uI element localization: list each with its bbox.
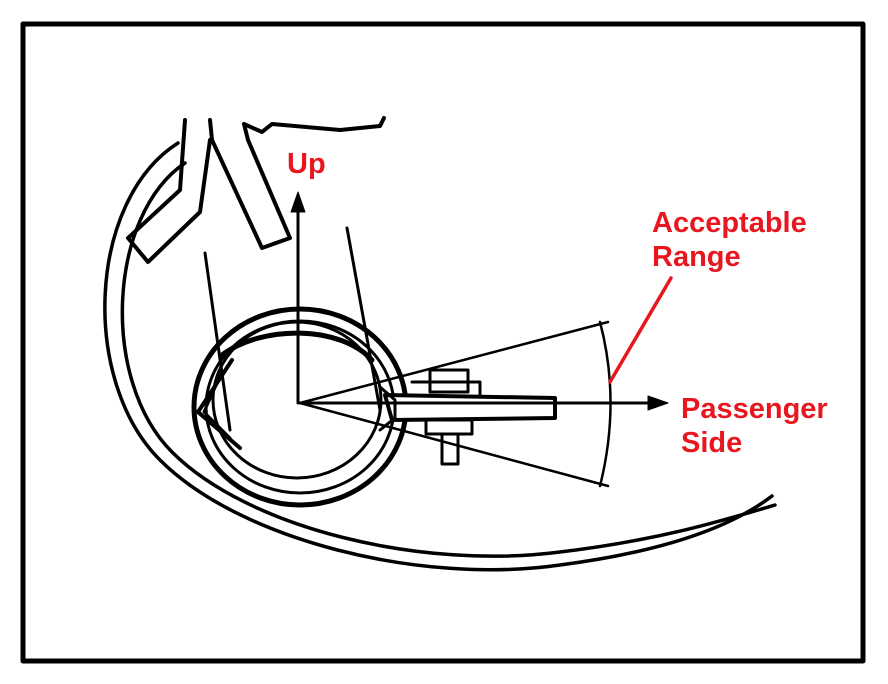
bracket-outer-curve [103,141,774,572]
bracket-inner-curve [120,161,777,558]
bolt-nut [424,418,474,436]
hanger-rod-right [345,226,382,412]
clamp-tab [383,393,557,422]
passenger-side-label: Passenger Side [681,392,828,460]
up-label: Up [287,148,326,180]
clamp-left-pinch-inner [202,370,232,440]
bolt-head-top [410,380,482,398]
clamp-tab-lip [378,385,397,432]
acceptable-range-line-1: Acceptable [652,207,807,239]
upper-bracket-arm [208,116,386,250]
acceptable-range-label: Acceptable Range [652,206,807,274]
passenger-side-line-2: Side [681,427,743,459]
passenger-side-line-1: Passenger [681,393,828,425]
passenger-arrow-head [647,395,669,411]
bolt-shank [440,432,460,466]
range-line-upper [298,320,610,405]
acceptable-range-line-2: Range [652,241,741,273]
upper-bracket-left [126,118,212,264]
up-arrow-head [290,191,306,213]
range-pointer-line [608,276,673,384]
hanger-rod-left [203,251,232,432]
diagram-frame [20,21,866,664]
range-line-lower [298,401,610,488]
